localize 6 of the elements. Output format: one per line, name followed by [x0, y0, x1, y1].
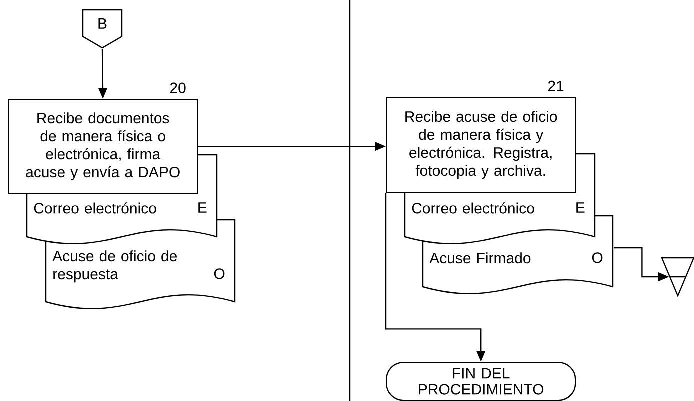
step-number: 21	[548, 80, 564, 92]
process-box: Recibe documentos de manera física o electrónica, firma acuse y envía a DAPO	[8, 99, 198, 194]
terminator: FIN DEL PROCEDIMIENTO	[386, 362, 576, 401]
offpage-connector: B	[82, 9, 123, 49]
process-box: Recibe acuse de oficio de manera física y electrónica. Registra, fotocopia y archiva.	[386, 97, 576, 194]
step-number: 20	[170, 82, 186, 94]
